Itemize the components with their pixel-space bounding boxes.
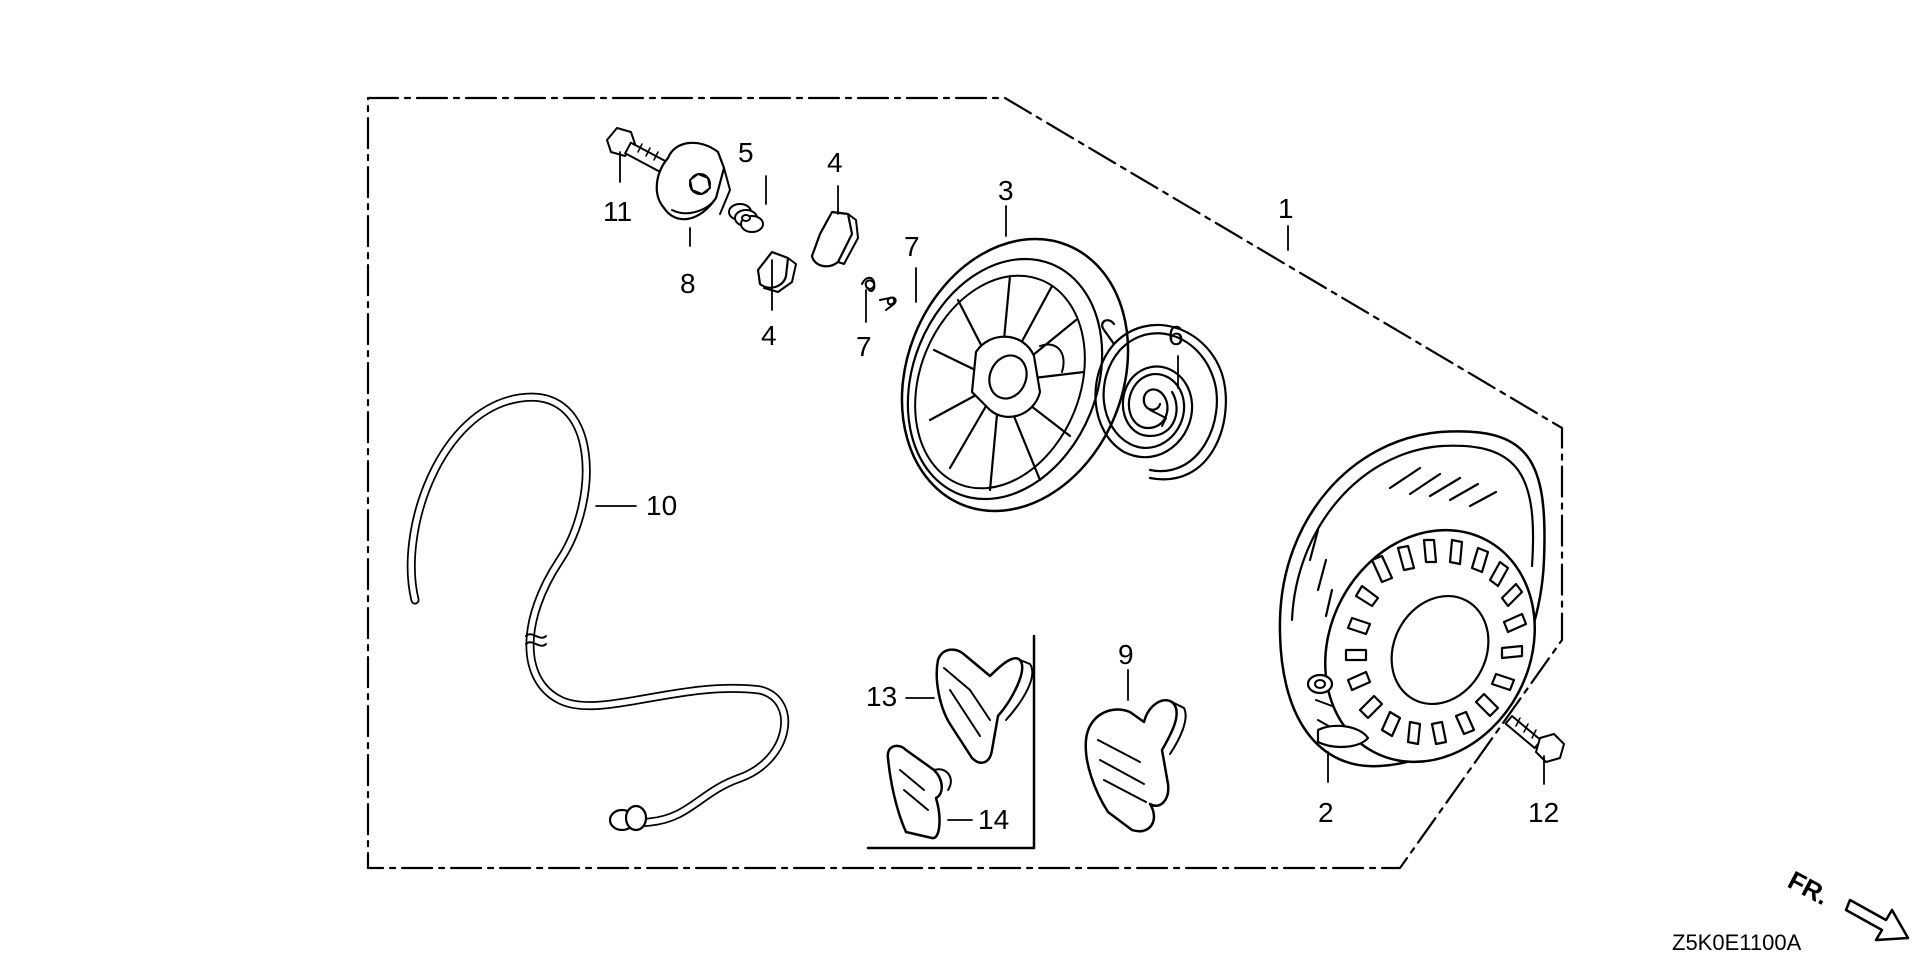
part-3-recoil-reel[interactable] <box>862 205 1167 546</box>
callout-8: 8 <box>680 268 696 299</box>
diagram-code: Z5K0E1100A <box>1672 930 1802 955</box>
part-8-friction-plate[interactable] <box>655 141 731 221</box>
callout-6: 6 <box>1168 320 1184 351</box>
callout-11: 11 <box>603 196 632 227</box>
callout-13: 13 <box>866 681 897 712</box>
callout-5: 5 <box>738 137 754 168</box>
callout-9: 9 <box>1118 639 1134 670</box>
part-10-starter-rope[interactable] <box>406 392 790 832</box>
part-5-spring[interactable] <box>728 203 764 233</box>
part-14-grip-cover[interactable] <box>886 744 952 840</box>
callout-4-lower: 4 <box>761 320 777 351</box>
grip-kit-bracket <box>866 634 1036 850</box>
callout-10: 10 <box>646 490 677 521</box>
callout-7-lower: 7 <box>856 331 872 362</box>
part-9-starter-grip[interactable] <box>1084 699 1187 833</box>
front-direction-indicator: FR. <box>1783 865 1910 942</box>
part-2-starter-case[interactable] <box>1278 430 1575 799</box>
callout-1: 1 <box>1278 193 1294 224</box>
part-13-starter-grip[interactable] <box>935 648 1034 764</box>
direction-label: FR. <box>1783 865 1834 911</box>
callout-7-upper: 7 <box>904 231 920 262</box>
leader-lines <box>595 151 1545 821</box>
assembly-boundary <box>366 96 1564 870</box>
part-11-flange-bolt[interactable] <box>606 127 668 174</box>
callout-12: 12 <box>1528 797 1559 828</box>
part-12-flange-bolt[interactable] <box>1504 715 1565 763</box>
callout-3: 3 <box>998 175 1014 206</box>
callout-2: 2 <box>1318 797 1334 828</box>
part-6-spiral-spring[interactable] <box>1094 319 1227 481</box>
callout-4-upper: 4 <box>827 147 843 178</box>
callout-14: 14 <box>978 804 1009 835</box>
part-7-ratchet-springs[interactable] <box>861 276 897 311</box>
part-4-ratchet-upper[interactable] <box>810 210 859 268</box>
part-4-ratchet-lower[interactable] <box>756 250 797 293</box>
arrow-down-right-icon <box>1844 898 1910 942</box>
